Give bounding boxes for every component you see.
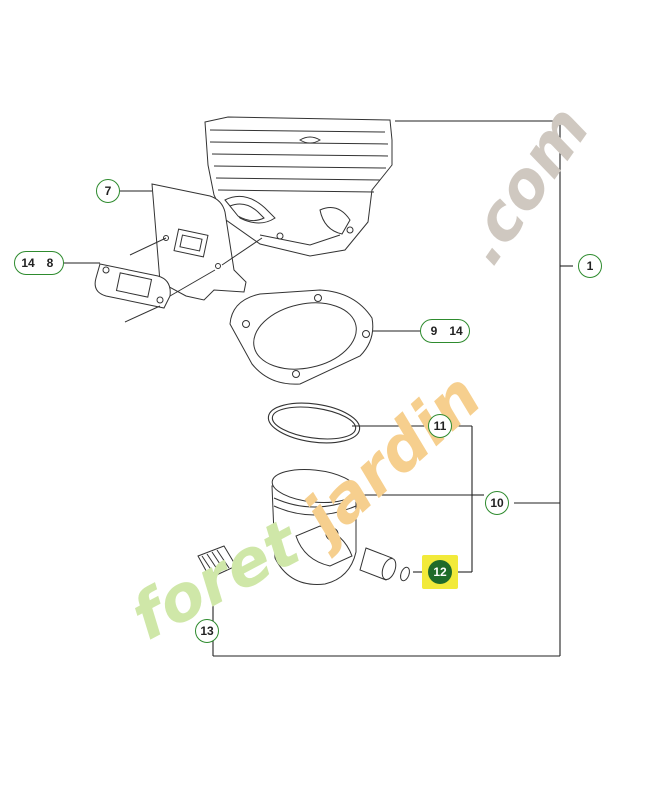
callout-12-highlighted: 12 — [422, 555, 458, 589]
piston-ring — [267, 402, 361, 444]
callout-10: 10 — [485, 491, 509, 515]
needle-bearing — [197, 545, 237, 579]
base-gasket — [229, 289, 374, 385]
heat-shield — [151, 183, 247, 301]
callout-11: 11 — [428, 414, 452, 438]
callout-13: 13 — [195, 619, 219, 643]
piston-pin-and-clip — [359, 547, 410, 582]
piston — [271, 468, 357, 585]
callout-7: 7 — [96, 179, 120, 203]
cylinder-block — [204, 116, 393, 257]
muffler-gasket — [94, 237, 263, 323]
callout-1: 1 — [578, 254, 602, 278]
leader-lines — [64, 120, 573, 657]
